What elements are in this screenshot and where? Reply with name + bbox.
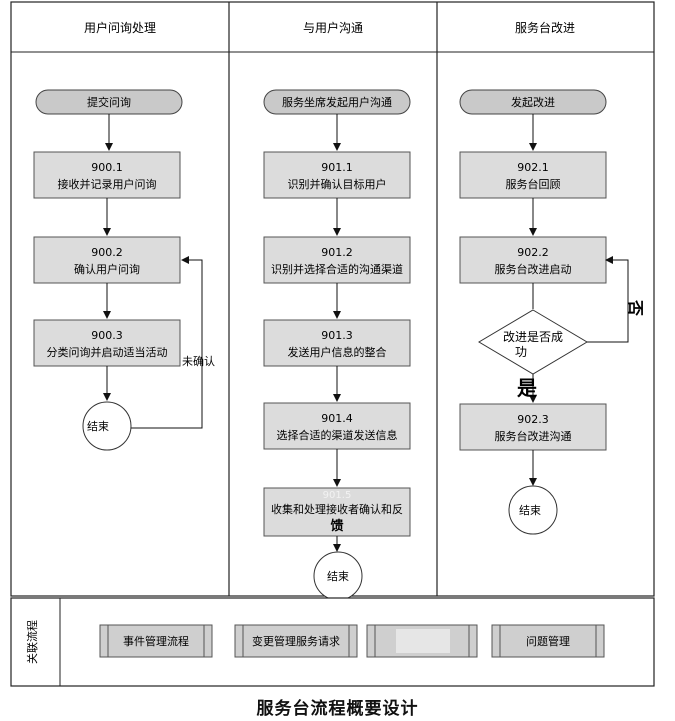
step-text: 发送用户信息的整合 bbox=[288, 345, 387, 359]
step-id: 901.5 bbox=[323, 490, 352, 501]
step-text: 服务台改进沟通 bbox=[495, 429, 572, 443]
step-id: 901.1 bbox=[321, 161, 353, 174]
step-text: 识别并选择合适的沟通渠道 bbox=[271, 262, 403, 276]
end-label: 结束 bbox=[327, 570, 349, 583]
process-step-901-3 bbox=[263, 319, 411, 367]
lane-title-service-improvement: 服务台改进 bbox=[515, 20, 575, 35]
step-text: 选择合适的渠道发送信息 bbox=[277, 428, 398, 442]
step-text: 服务台回顾 bbox=[506, 177, 561, 191]
step-text: 收集和处理接收者确认和反 bbox=[271, 502, 403, 516]
end-label: 结束 bbox=[519, 504, 541, 517]
lane-title-user-communication: 与用户沟通 bbox=[303, 20, 363, 35]
end-node-lane1 bbox=[82, 401, 132, 451]
step-id: 901.3 bbox=[321, 329, 353, 342]
step-text-continued: 馈 bbox=[330, 518, 343, 534]
start-label: 服务坐席发起用户沟通 bbox=[282, 95, 392, 109]
process-step-900-2 bbox=[33, 236, 181, 284]
process-step-900-3 bbox=[33, 319, 181, 367]
step-id: 901.2 bbox=[321, 246, 353, 259]
step-id: 900.3 bbox=[91, 329, 123, 342]
step-id: 902.2 bbox=[517, 246, 549, 259]
step-id: 902.3 bbox=[517, 413, 549, 426]
step-id: 901.4 bbox=[321, 412, 353, 425]
related-processes-label: 关联流程 bbox=[25, 620, 39, 664]
related-process-change-service-request: 变更管理服务请求 bbox=[234, 624, 358, 658]
lane-title-user-inquiry: 用户问询处理 bbox=[84, 20, 156, 35]
start-label: 发起改进 bbox=[511, 95, 555, 109]
yes-label: 是 bbox=[516, 376, 537, 400]
step-text: 识别并确认目标用户 bbox=[288, 177, 387, 191]
step-id: 902.1 bbox=[517, 161, 549, 174]
decision-text-continued: 功 bbox=[515, 345, 527, 359]
step-id: 900.2 bbox=[91, 246, 123, 259]
related-process-label: 问题管理 bbox=[526, 634, 570, 648]
process-step-900-1 bbox=[33, 151, 181, 199]
step-text: 服务台改进启动 bbox=[495, 262, 572, 276]
step-text: 确认用户问询 bbox=[74, 262, 140, 276]
step-text: 接收并记录用户问询 bbox=[58, 177, 157, 191]
loop-label: 未确认 bbox=[182, 355, 215, 368]
step-text: 分类问询并启动适当活动 bbox=[47, 345, 168, 359]
loop-arrow-unconfirmed bbox=[131, 256, 203, 429]
process-step-902-3 bbox=[459, 403, 607, 451]
blurred-placeholder bbox=[396, 629, 450, 653]
end-label: 结束 bbox=[87, 420, 109, 433]
related-process-incident: 事件管理流程 bbox=[99, 624, 213, 658]
end-node-lane3 bbox=[508, 485, 558, 535]
related-process-problem: 问题管理 bbox=[491, 624, 605, 658]
no-branch-arrow bbox=[587, 256, 629, 343]
decision-text: 改进是否成 bbox=[503, 330, 563, 344]
figure-caption: 服务台流程概要设计 bbox=[256, 699, 419, 719]
process-step-902-1 bbox=[459, 151, 607, 199]
process-step-902-2 bbox=[459, 236, 607, 284]
related-process-label: 事件管理流程 bbox=[123, 634, 189, 648]
process-step-901-4 bbox=[263, 402, 411, 450]
related-process-label: 变更管理服务请求 bbox=[252, 634, 340, 648]
no-label: 否 bbox=[626, 299, 645, 316]
start-label: 提交问询 bbox=[87, 95, 131, 109]
process-step-901-1 bbox=[263, 151, 411, 199]
process-step-901-2 bbox=[263, 236, 411, 284]
step-id: 900.1 bbox=[91, 161, 123, 174]
related-process-redacted bbox=[366, 624, 478, 658]
